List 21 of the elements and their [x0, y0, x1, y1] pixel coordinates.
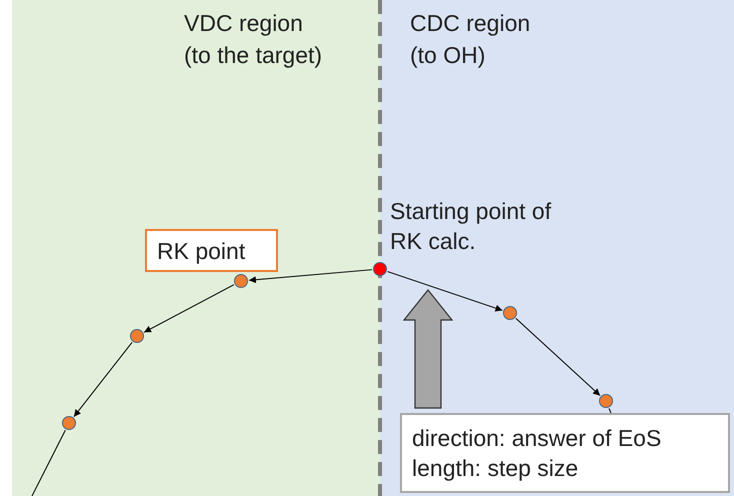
callout-text: direction: answer of EoS length: step size — [412, 424, 662, 483]
point-marker — [503, 306, 517, 320]
arrow — [73, 342, 133, 418]
point-marker — [62, 416, 76, 430]
point-marker — [130, 329, 144, 343]
point-marker — [599, 394, 613, 408]
arrow — [248, 269, 373, 284]
region-panel — [12, 0, 380, 496]
note-box — [400, 413, 730, 493]
region-panel — [380, 0, 734, 496]
region-heading: (to the target) — [184, 41, 322, 70]
arrow — [144, 284, 234, 333]
arrow — [515, 318, 601, 396]
callout-text: RK point — [157, 236, 246, 266]
region-heading: VDC region — [184, 9, 303, 38]
region-heading: (to OH) — [410, 41, 486, 70]
arrow — [387, 271, 503, 312]
point-caption: Starting point of RK calc. — [390, 197, 552, 256]
callout-box — [145, 229, 278, 272]
point-marker — [234, 274, 248, 288]
region-heading: CDC region — [410, 9, 530, 38]
